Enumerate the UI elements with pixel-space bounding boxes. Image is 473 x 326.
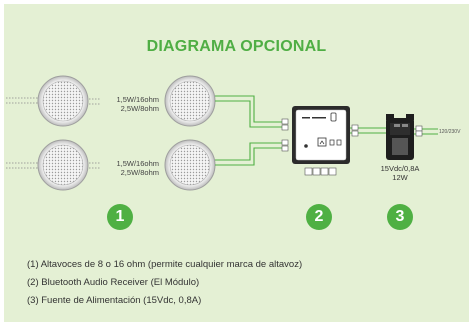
power-terminals	[351, 124, 359, 137]
speaker-bottom-left	[37, 139, 89, 191]
speaker-top-spec: 1,5W/16ohm 2,5W/8ohm	[99, 95, 159, 113]
number-badge-module: 2	[306, 204, 332, 230]
speaker-bottom-spec-16ohm: 1,5W/16ohm	[116, 159, 159, 168]
mains-terminals	[415, 125, 423, 137]
diagram-title: DIAGRAMA OPCIONAL	[146, 38, 327, 55]
mains-voltage-label: 120/230V	[439, 129, 461, 135]
number-badge-power-supply: 3	[387, 204, 413, 230]
speaker-bottom-right	[164, 139, 216, 191]
module-connector-row	[304, 167, 337, 176]
power-supply-spec-current: 15Vdc/0,8A	[380, 164, 420, 173]
module-terminals	[281, 118, 289, 152]
power-supply-spec-wattage: 12W	[392, 173, 408, 182]
speaker-bottom-spec: 1,5W/16ohm 2,5W/8ohm	[99, 159, 159, 177]
power-supply-spec: 15Vdc/0,8A 12W	[370, 164, 430, 182]
speaker-top-left	[37, 75, 89, 127]
speaker-input-lines	[6, 97, 38, 169]
speaker-top-right	[164, 75, 216, 127]
power-supply	[386, 114, 414, 160]
speaker-link-lines	[89, 98, 100, 169]
legend-item-module: (2) Bluetooth Audio Receiver (El Módulo)	[27, 277, 200, 288]
number-badge-speakers: 1	[107, 204, 133, 230]
legend-item-power-supply: (3) Fuente de Alimentación (15Vdc, 0,8A)	[27, 295, 202, 306]
legend-item-speakers: (1) Altavoces de 8 o 16 ohm (permite cua…	[27, 259, 303, 270]
speaker-bottom-spec-8ohm: 2,5W/8ohm	[120, 168, 159, 177]
speaker-top-spec-8ohm: 2,5W/8ohm	[120, 104, 159, 113]
bluetooth-module	[292, 106, 350, 164]
speaker-top-spec-16ohm: 1,5W/16ohm	[116, 95, 159, 104]
speaker-wires	[215, 95, 283, 166]
